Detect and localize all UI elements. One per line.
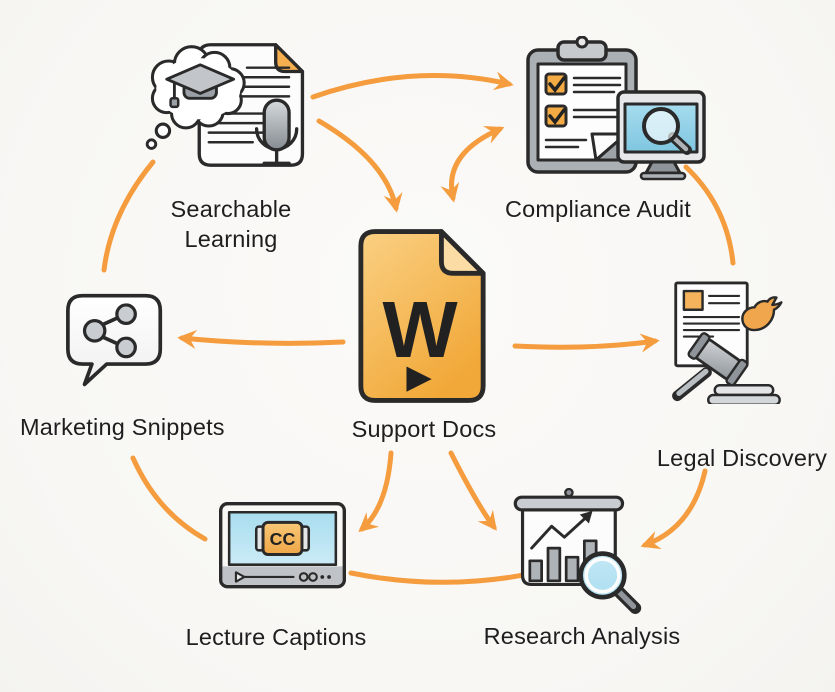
bird-icon: [741, 296, 783, 332]
cc-badge-text: CC: [270, 529, 296, 549]
label-compliance-audit: Compliance Audit: [504, 196, 692, 222]
gavel-icon: [672, 332, 781, 404]
edge-searchable-to-compliance: [310, 71, 514, 100]
node-research-analysis: [508, 488, 658, 620]
label-marketing-snippets: Marketing Snippets: [20, 414, 225, 440]
edge-support-to-lecture: [358, 450, 394, 533]
edge-searchable-to-marketing-curve: [101, 159, 156, 273]
word-video-document-icon: W: [358, 229, 486, 403]
node-lecture-captions: CC: [219, 502, 346, 591]
monitor-icon: [616, 90, 706, 181]
edge-support-to-marketing: [177, 329, 346, 349]
magnifier-icon: [642, 107, 692, 155]
node-searchable-learning: [140, 34, 312, 174]
cc-badge: CC: [254, 520, 311, 557]
microphone-icon: [254, 98, 299, 165]
clipboard-icon: [526, 36, 638, 174]
edge-searchable-to-support: [316, 118, 403, 213]
edge-support-to-legal: [512, 333, 660, 353]
label-research-analysis: Research Analysis: [483, 623, 681, 649]
speech-bubble: [66, 293, 163, 387]
node-marketing-snippets: [64, 292, 166, 389]
folded-corner: [438, 229, 486, 276]
presentation-chart-magnifier-icon: [513, 488, 642, 614]
node-legal-discovery: [666, 278, 800, 404]
node-compliance-audit: [522, 36, 707, 181]
label-legal-discovery: Legal Discovery: [656, 445, 828, 471]
sound-block: [713, 384, 775, 397]
label-searchable-learning: Searchable Learning: [170, 196, 292, 252]
clipboard-checklist-monitor-magnifier-icon: [526, 36, 706, 181]
letter-w: W: [382, 285, 458, 374]
folded-corner: [274, 43, 305, 74]
node-support-docs: W: [356, 226, 488, 406]
play-icon: [406, 366, 432, 392]
label-support-docs: Support Docs: [351, 416, 497, 442]
monitor-cc-badge-icon: CC: [219, 502, 346, 589]
edge-compliance-to-legal-curve: [683, 164, 736, 266]
edge-marketing-to-lecture-curve: [130, 455, 208, 542]
checkbox-checked: [544, 72, 568, 96]
edge-support-to-research: [448, 450, 497, 531]
document-graduation-cap-microphone-icon: [145, 43, 305, 167]
graduation-cap-icon: [165, 63, 236, 109]
share-icon: [82, 303, 137, 359]
checkbox-checked: [544, 104, 568, 128]
player-controls: [234, 571, 331, 583]
magnifier-icon: [578, 551, 642, 614]
speech-bubble-share-icon: [66, 293, 163, 387]
trend-arrow-icon: [530, 510, 593, 550]
document-gavel-bird-icon: [672, 281, 783, 404]
edge-support-compliance-bidirectional: [440, 126, 505, 203]
label-lecture-captions: Lecture Captions: [185, 624, 367, 650]
edge-legal-to-research: [640, 468, 708, 550]
